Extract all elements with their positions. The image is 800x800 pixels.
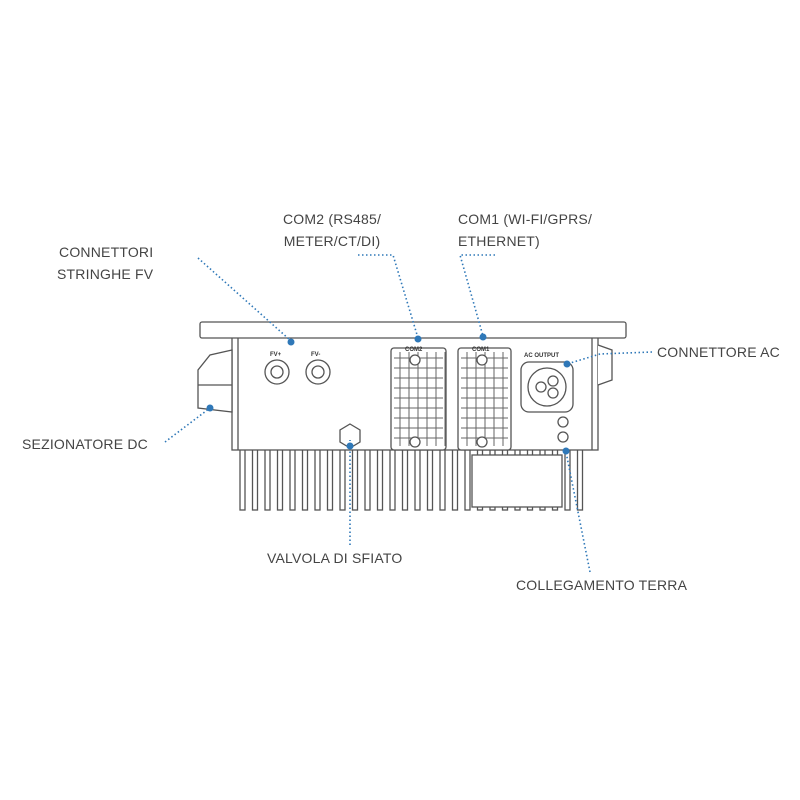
- pv-plus-marking: FV+: [270, 352, 282, 358]
- heatsink-fin: [276, 447, 284, 511]
- label-ac-connector: CONNETTORE AC: [657, 344, 780, 360]
- leader-pv-connectors: [197, 257, 291, 341]
- heatsink-fin: [401, 447, 409, 511]
- marker-dot: [563, 360, 571, 368]
- heatsink-fin: [451, 447, 459, 511]
- label-com2: COM2 (RS485/ METER/CT/DI): [283, 208, 381, 252]
- label-com1: COM1 (WI-FI/GPRS/ ETHERNET): [458, 208, 592, 252]
- heatsink-fin: [426, 447, 434, 511]
- heatsink-fin: [264, 447, 271, 511]
- ground-screw: [557, 431, 569, 443]
- heatsink-fin: [351, 447, 359, 511]
- marker-dot: [479, 333, 487, 341]
- com1-marking: COM1: [472, 347, 490, 353]
- leader-ac: [566, 351, 653, 365]
- heatsink-fin: [464, 447, 471, 511]
- label-vent-valve: VALVOLA DI SFIATO: [267, 550, 403, 566]
- leader-ground: [565, 451, 591, 573]
- heatsink-fin: [339, 447, 346, 511]
- heatsink-fin: [326, 447, 334, 511]
- leader-dc-switch: [164, 407, 211, 443]
- top-plate: [199, 321, 627, 339]
- label-line: COM2 (RS485/: [283, 211, 382, 227]
- ground-symbol-icon: [557, 416, 569, 428]
- heatsink-fin: [251, 447, 259, 511]
- marker-dot: [346, 442, 354, 450]
- label-line: METER/CT/DI): [283, 233, 381, 249]
- heatsink-fin: [364, 447, 371, 511]
- label-line: ETHERNET): [458, 233, 540, 249]
- heatsink-fin: [314, 447, 321, 511]
- dc-switch-shape: [197, 349, 233, 413]
- ac-output-marking: AC OUTPUT: [524, 353, 559, 359]
- marker-dot: [414, 335, 422, 343]
- heatsink-fin: [301, 447, 309, 511]
- label-dc-switch: SEZIONATORE DC: [22, 436, 148, 452]
- leader-com2: [358, 254, 419, 339]
- label-pv-connectors: CONNETTORI STRINGHE FV: [57, 241, 153, 285]
- marker-dot: [287, 338, 295, 346]
- marker-dot: [562, 447, 570, 455]
- heatsink-fin: [239, 447, 246, 511]
- label-line: STRINGHE FV: [57, 266, 154, 282]
- heatsink-fin: [389, 447, 396, 511]
- heatsink-fin: [289, 447, 296, 511]
- pv-minus-marking: FV-: [311, 352, 320, 358]
- fan-block: [471, 454, 563, 508]
- heatsink-fin: [576, 447, 584, 511]
- label-line: CONNETTORI: [59, 244, 154, 260]
- label-ground: COLLEGAMENTO TERRA: [516, 577, 688, 593]
- heatsink-fin: [414, 447, 421, 511]
- marker-dot: [206, 404, 214, 412]
- heatsink-fin: [439, 447, 446, 511]
- heatsink-fin: [376, 447, 384, 511]
- com2-marking: COM2: [405, 347, 423, 353]
- label-line: COM1 (WI-FI/GPRS/: [458, 211, 593, 227]
